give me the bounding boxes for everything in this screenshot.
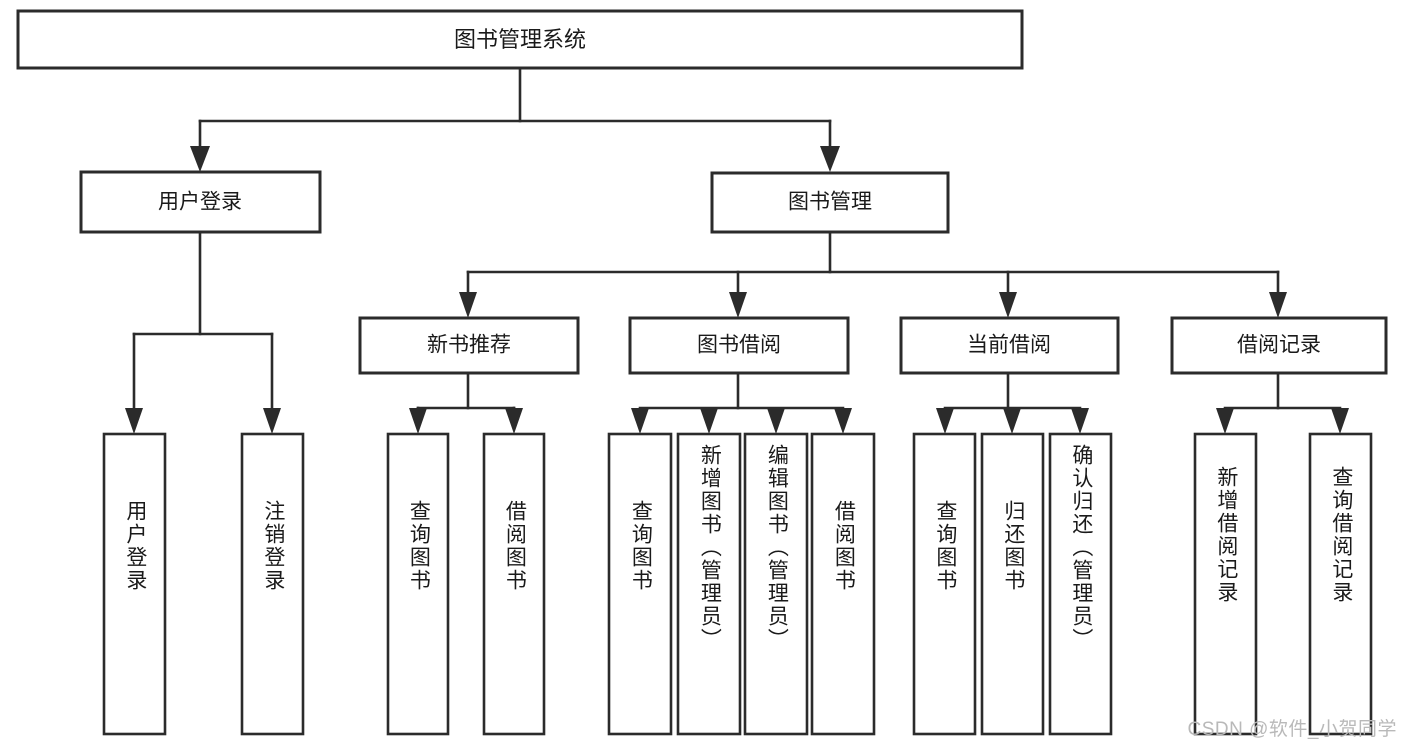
node-book-borrow-box[interactable] bbox=[628, 316, 850, 375]
node-current-borrow[interactable]: 当前借阅 bbox=[899, 316, 1120, 375]
node-user-login[interactable]: 用户登录 bbox=[79, 170, 322, 234]
node-user-login-box[interactable] bbox=[79, 170, 322, 234]
node-root-label: 图书管理系统 bbox=[454, 27, 586, 52]
leaf-box-borrow-4[interactable] bbox=[810, 432, 876, 736]
leaf-box-recommend-2[interactable] bbox=[482, 432, 546, 736]
node-root[interactable]: 图书管理系统 bbox=[16, 9, 1024, 70]
arrow-recommend-leaf-1 bbox=[409, 408, 427, 434]
node-book-management[interactable]: 图书管理 bbox=[710, 171, 950, 234]
arrow-borrow-leaf-3 bbox=[767, 408, 785, 434]
leaf-box-record-2[interactable] bbox=[1308, 432, 1373, 736]
connector-layer bbox=[125, 66, 1349, 434]
arrow-user-login-leaf-1 bbox=[125, 408, 143, 434]
node-root-box[interactable] bbox=[16, 9, 1024, 70]
arrow-borrow-leaf-4 bbox=[834, 408, 852, 434]
node-new-book-recommend-box[interactable] bbox=[358, 316, 580, 375]
leaf-box-user-login-1[interactable] bbox=[102, 432, 167, 736]
node-current-borrow-label: 当前借阅 bbox=[967, 334, 1051, 357]
leaf-box-record-1[interactable] bbox=[1193, 432, 1258, 736]
arrow-current-leaf-1 bbox=[936, 408, 954, 434]
leaf-box-recommend-1[interactable] bbox=[386, 432, 450, 736]
arrow-root-to-book-mgmt bbox=[820, 146, 840, 172]
node-book-management-box[interactable] bbox=[710, 171, 950, 234]
node-book-management-label: 图书管理 bbox=[788, 191, 872, 214]
node-new-book-recommend[interactable]: 新书推荐 bbox=[358, 316, 580, 375]
arrow-current-leaf-3 bbox=[1071, 408, 1089, 434]
arrow-borrow-leaf-1 bbox=[631, 408, 649, 434]
leaf-box-current-1[interactable] bbox=[912, 432, 977, 736]
node-borrow-record-label: 借阅记录 bbox=[1237, 334, 1321, 357]
leaf-box-borrow-3[interactable] bbox=[743, 432, 809, 736]
leaf-box-user-login-2[interactable] bbox=[240, 432, 305, 736]
leaf-boxes-layer bbox=[102, 432, 1373, 736]
node-current-borrow-box[interactable] bbox=[899, 316, 1120, 375]
leaf-box-borrow-1[interactable] bbox=[607, 432, 673, 736]
node-borrow-record-box[interactable] bbox=[1170, 316, 1388, 375]
node-borrow-record[interactable]: 借阅记录 bbox=[1170, 316, 1388, 375]
arrow-book-mgmt-to-record bbox=[1269, 292, 1287, 318]
node-book-borrow-label: 图书借阅 bbox=[697, 334, 781, 357]
arrow-current-leaf-2 bbox=[1003, 408, 1021, 434]
leaf-box-current-3[interactable] bbox=[1048, 432, 1113, 736]
leaf-box-borrow-2[interactable] bbox=[676, 432, 742, 736]
arrow-recommend-leaf-2 bbox=[505, 408, 523, 434]
arrow-user-login-leaf-2 bbox=[263, 408, 281, 434]
arrow-root-to-user-login bbox=[190, 146, 210, 172]
arrow-book-mgmt-to-current bbox=[999, 292, 1017, 318]
node-user-login-label: 用户登录 bbox=[158, 191, 242, 214]
leaf-box-current-2[interactable] bbox=[980, 432, 1045, 736]
node-new-book-recommend-label: 新书推荐 bbox=[427, 334, 511, 357]
node-book-borrow[interactable]: 图书借阅 bbox=[628, 316, 850, 375]
arrow-record-leaf-1 bbox=[1216, 408, 1234, 434]
csdn-watermark: CSDN @软件_小贺同学 bbox=[1187, 719, 1397, 740]
arrow-book-mgmt-to-recommend bbox=[459, 292, 477, 318]
arrow-book-mgmt-to-borrow bbox=[729, 292, 747, 318]
arrow-borrow-leaf-2 bbox=[700, 408, 718, 434]
arrow-record-leaf-2 bbox=[1331, 408, 1349, 434]
